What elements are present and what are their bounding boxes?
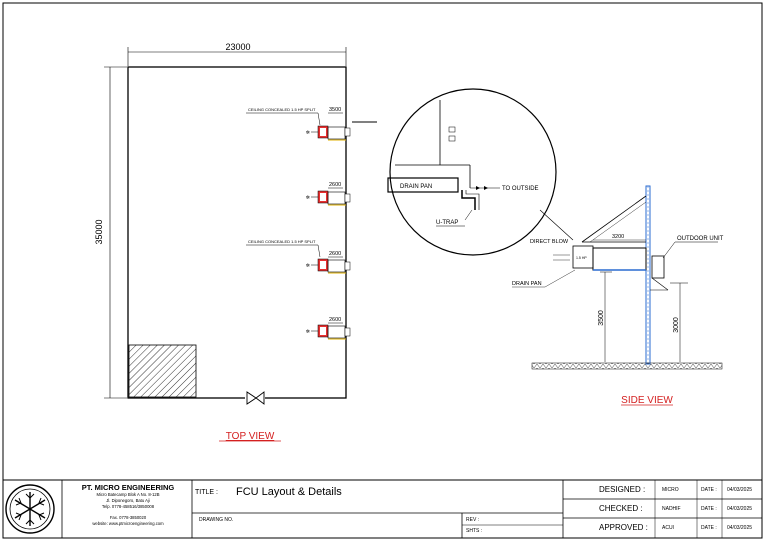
company-name: PT. MICRO ENGINEERING <box>81 483 175 492</box>
hatched-area <box>128 344 197 398</box>
company-logo <box>5 484 55 534</box>
date-label-2: DATE : <box>701 506 717 512</box>
direct-blow-label: DIRECT BLOW <box>530 239 569 245</box>
date-label-3: DATE : <box>701 525 717 531</box>
ground-line <box>531 362 723 370</box>
indoor-unit-label: 1.5 HP <box>576 256 587 260</box>
duct <box>592 247 647 271</box>
company-phone: Telp. 0778-458516/3850008 <box>101 504 155 509</box>
pipe-note-1: CEILING CONCEALED 1.5 HP SPLIT <box>248 107 316 112</box>
fcu-unit: 3500 ✲ <box>306 107 377 141</box>
height-dimension-2: 3000 <box>673 317 680 333</box>
drawing-title: FCU Layout & Details <box>236 486 342 498</box>
approved-label: APPROVED : <box>599 523 648 532</box>
approved-by: ACUI <box>662 525 674 531</box>
shts-label: SHTS : <box>466 528 483 534</box>
fcu-unit-label: 2600 <box>329 182 341 188</box>
checked-by: NADHIF <box>662 506 681 512</box>
drain-pan-box <box>387 177 459 193</box>
svg-text:✲: ✲ <box>306 130 310 136</box>
sheet-border <box>2 2 763 539</box>
door-symbol <box>245 391 265 405</box>
top-view-caption: TOP VIEW <box>226 431 275 442</box>
company-address-2: Jl. Diponegoro, Batu Aji <box>106 498 150 503</box>
rev-label: REV : <box>466 517 480 523</box>
side-view-caption: SIDE VIEW <box>621 395 673 406</box>
fcu-unit-label: 3500 <box>329 107 341 113</box>
title-block-grid <box>3 479 762 538</box>
detail-circle <box>389 88 557 256</box>
svg-text:✲: ✲ <box>306 329 310 335</box>
side-view: DRAIN PAN TO OUTSIDE U-TRAP 1.5 HP 3200 … <box>387 88 724 406</box>
date-1: 04/03/2025 <box>727 487 753 493</box>
company-website: website: www.ptmicroengineering.com <box>92 521 164 526</box>
fcu-unit: 2600 ✲ <box>306 182 351 206</box>
checked-label: CHECKED : <box>599 504 643 513</box>
company-fax: Fax. 0778-3850020 <box>109 515 147 520</box>
to-outside-label: TO OUTSIDE <box>502 186 539 192</box>
outdoor-unit-label: OUTDOOR UNIT <box>677 236 724 242</box>
fcu-unit: 2600 ✲ <box>306 251 351 274</box>
drawing-no-label: DRAWING NO. <box>199 517 234 523</box>
height-dimension-label: 35000 <box>94 219 104 244</box>
fcu-unit-label: 2600 <box>329 251 341 257</box>
width-dimension-label: 23000 <box>225 42 250 52</box>
pipe-note-2: CEILING CONCEALED 1.5 HP SPLIT <box>248 239 316 244</box>
date-3: 04/03/2025 <box>727 525 753 531</box>
svg-text:✲: ✲ <box>306 263 310 269</box>
top-view: 23000 35000 CEILING CONCEALED 1.5 HP SPL… <box>94 42 377 442</box>
span-dimension: 3200 <box>612 234 624 240</box>
date-2: 04/03/2025 <box>727 506 753 512</box>
date-label-1: DATE : <box>701 487 717 493</box>
fcu-unit-label: 2600 <box>329 317 341 323</box>
room-outline <box>127 66 347 399</box>
drain-pan-label: DRAIN PAN <box>400 184 432 190</box>
drain-pan-label-2: DRAIN PAN <box>512 281 542 287</box>
height-dimension-1: 3500 <box>598 310 605 326</box>
designed-by: MICRO <box>662 487 679 493</box>
designed-label: DESIGNED : <box>599 485 646 494</box>
outdoor-unit <box>651 255 665 279</box>
u-trap-label: U-TRAP <box>436 220 458 226</box>
company-address-1: Micro Batecamp Blok A No. 8-12B <box>96 492 160 497</box>
svg-text:✲: ✲ <box>306 195 310 201</box>
title-label: TITLE : <box>195 489 218 496</box>
fcu-unit: 2600 ✲ <box>306 317 351 340</box>
